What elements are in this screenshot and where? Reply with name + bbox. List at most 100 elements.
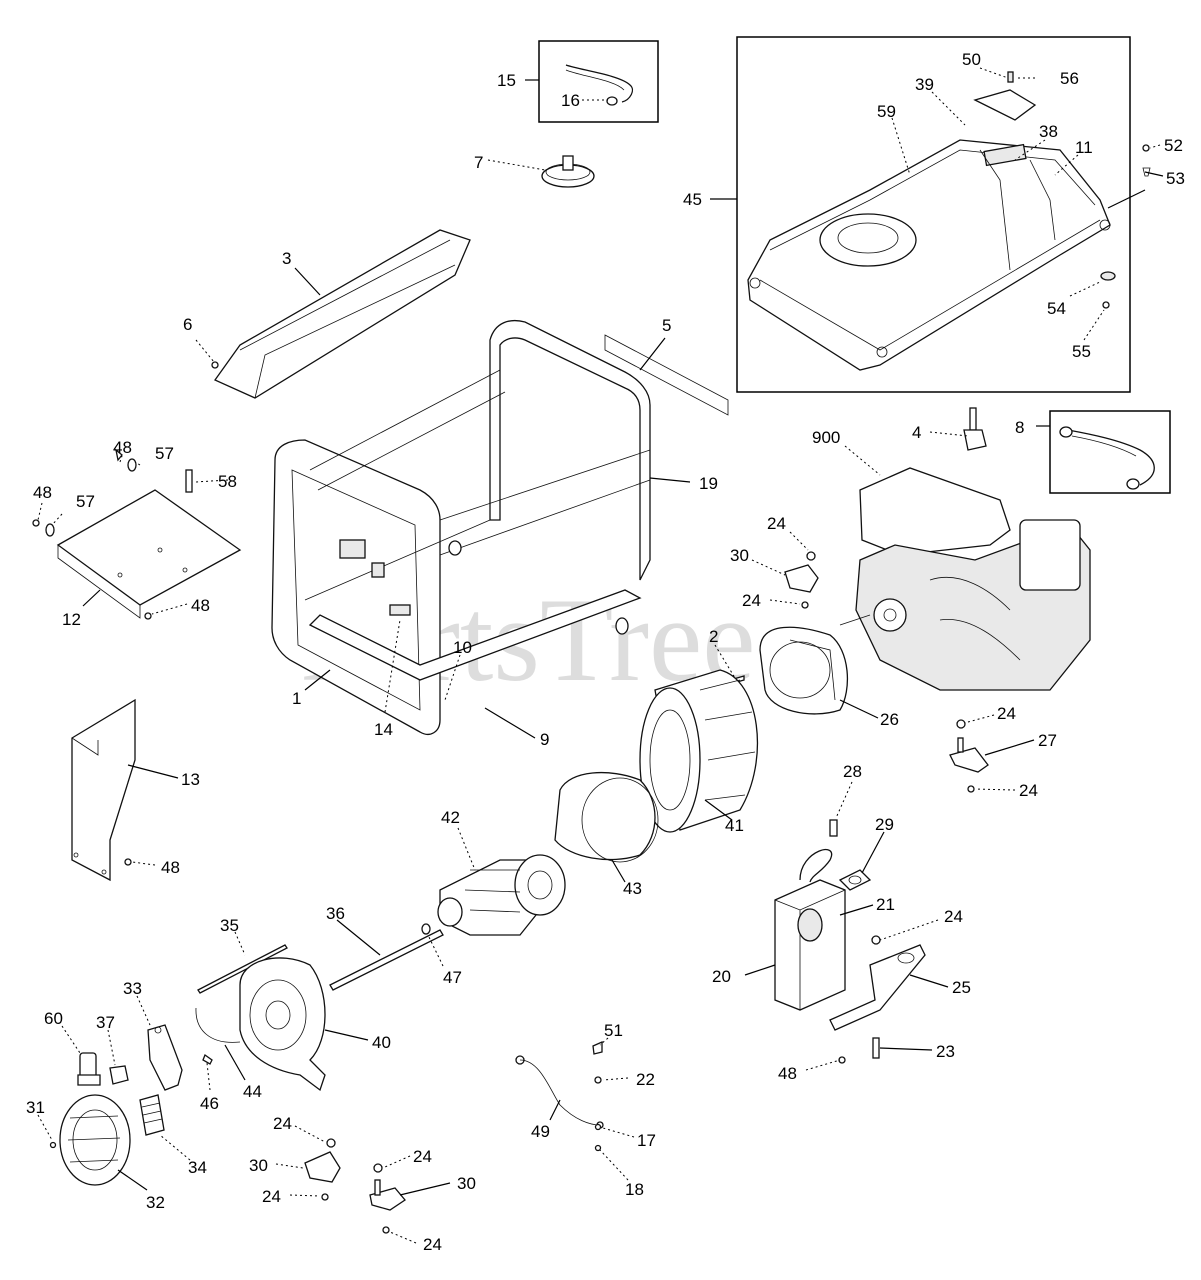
screw-31 [49, 1141, 57, 1149]
label-48c: 48 [191, 596, 210, 615]
tank-bracket-50 [973, 71, 1037, 121]
label-30c: 30 [457, 1174, 476, 1193]
inset-box-fuel-line-15 [538, 40, 659, 123]
mount-30a [784, 551, 819, 609]
frame-brackets [339, 539, 411, 616]
regulator [139, 1094, 165, 1136]
label-51: 51 [604, 1021, 623, 1040]
label-24e: 24 [944, 907, 963, 926]
label-20: 20 [712, 967, 731, 986]
muffler-bracket-25 [829, 944, 926, 1031]
washer-47 [421, 923, 431, 935]
label-14: 14 [374, 720, 393, 739]
wire-44 [195, 1007, 241, 1043]
label-48d: 48 [161, 858, 180, 877]
panel-12 [56, 489, 242, 619]
label-48e: 48 [778, 1064, 797, 1083]
label-28: 28 [843, 762, 862, 781]
label-24a: 24 [767, 514, 786, 533]
through-bolt-36 [329, 929, 444, 991]
stud-28 [829, 819, 838, 837]
label-24b: 24 [742, 591, 761, 610]
stator [639, 669, 758, 833]
label-44: 44 [243, 1082, 262, 1101]
brush-holder [147, 1024, 183, 1091]
label-29: 29 [875, 815, 894, 834]
label-34: 34 [188, 1158, 207, 1177]
label-10: 10 [453, 638, 472, 657]
inset-box-fuel-tank-45 [736, 36, 1131, 393]
label-13: 13 [181, 770, 200, 789]
label-57a: 57 [155, 444, 174, 463]
mount-27 [949, 719, 989, 793]
label-53: 53 [1166, 169, 1185, 188]
label-7: 7 [474, 153, 483, 172]
label-38: 38 [1039, 122, 1058, 141]
label-18: 18 [625, 1180, 644, 1199]
fuel-tank [747, 139, 1111, 371]
part-labels: 15 16 7 45 50 56 39 59 38 11 52 53 54 55… [26, 50, 1185, 1254]
label-3: 3 [282, 249, 291, 268]
label-60: 60 [44, 1009, 63, 1028]
muffler-gasket-29 [838, 869, 872, 891]
label-24i: 24 [423, 1235, 442, 1254]
muffler [774, 849, 846, 1011]
rear-bearing-carrier [239, 957, 326, 1092]
stator-cover [554, 771, 659, 863]
rotor [437, 854, 566, 936]
label-59: 59 [877, 102, 896, 121]
label-58: 58 [218, 472, 237, 491]
label-46: 46 [200, 1094, 219, 1113]
fuel-valve [963, 407, 987, 451]
ground-wire [515, 1055, 604, 1129]
label-31: 31 [26, 1098, 45, 1117]
leader-lines [37, 67, 1164, 1244]
inset-box-fuel-line-8 [1049, 410, 1171, 494]
label-37: 37 [96, 1013, 115, 1032]
label-22: 22 [636, 1070, 655, 1089]
tank-washers [1100, 144, 1151, 309]
label-36: 36 [326, 904, 345, 923]
label-39: 39 [915, 75, 934, 94]
handle-cover [211, 229, 471, 399]
panel-hardware [32, 448, 193, 620]
label-4: 4 [912, 423, 921, 442]
label-30a: 30 [730, 546, 749, 565]
label-21: 21 [876, 895, 895, 914]
label-26: 26 [880, 710, 899, 729]
label-900: 900 [812, 428, 840, 447]
label-55: 55 [1072, 342, 1091, 361]
mount-30c [369, 1163, 406, 1234]
label-35: 35 [220, 916, 239, 935]
part-37 [109, 1065, 129, 1085]
part-46 [202, 1053, 213, 1065]
label-49: 49 [531, 1122, 550, 1141]
label-42: 42 [441, 808, 460, 827]
label-30b: 30 [249, 1156, 268, 1175]
label-24d: 24 [1019, 781, 1038, 800]
mount-30b [304, 1138, 341, 1201]
label-57b: 57 [76, 492, 95, 511]
label-19: 19 [699, 474, 718, 493]
label-47: 47 [443, 968, 462, 987]
panel-13 [71, 698, 136, 882]
label-43: 43 [623, 879, 642, 898]
label-12: 12 [62, 610, 81, 629]
label-16: 16 [561, 91, 580, 110]
label-48b: 48 [33, 483, 52, 502]
label-32: 32 [146, 1193, 165, 1212]
label-11: 11 [1075, 138, 1093, 157]
label-2: 2 [709, 627, 718, 646]
label-8: 8 [1015, 418, 1024, 437]
label-15: 15 [497, 71, 516, 90]
bolt-23 [872, 1037, 880, 1059]
ground-hardware [592, 1040, 603, 1152]
end-cover [59, 1094, 131, 1186]
label-52: 52 [1164, 136, 1183, 155]
label-24h: 24 [413, 1147, 432, 1166]
label-5: 5 [662, 316, 671, 335]
label-9: 9 [540, 730, 549, 749]
label-54: 54 [1047, 299, 1066, 318]
engine-adapter [759, 626, 849, 715]
label-24c: 24 [997, 704, 1016, 723]
